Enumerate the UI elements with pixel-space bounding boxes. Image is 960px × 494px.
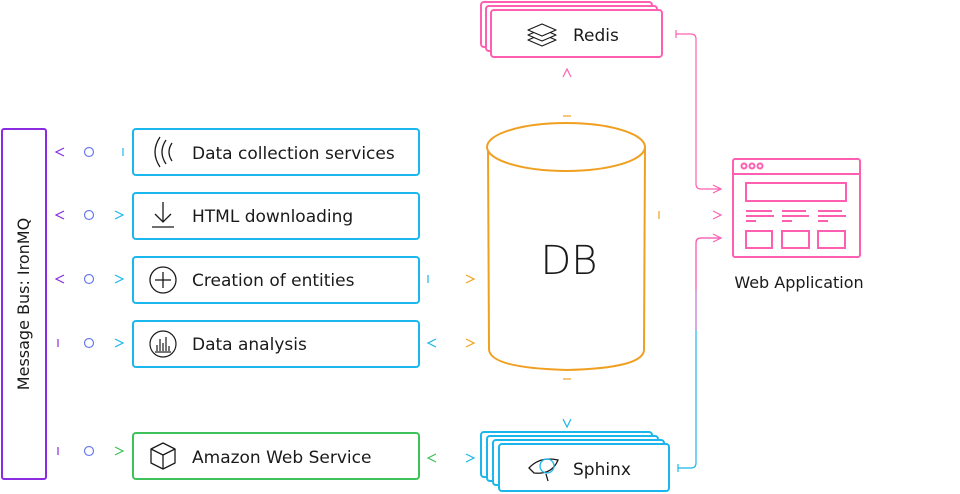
service-label: Creation of entities <box>192 271 355 291</box>
connector-redis-webapp <box>675 30 723 194</box>
service-label: Data collection services <box>192 144 395 164</box>
connector-db-webapp <box>658 210 723 220</box>
service-creation-of-entities[interactable]: Creation of entities <box>132 256 420 304</box>
connector-analysis-db <box>426 338 476 348</box>
connector-sphinx-webapp <box>677 233 723 472</box>
bar-chart-circle-icon <box>149 330 177 358</box>
service-label: Data analysis <box>192 335 307 355</box>
redis-label: Redis <box>573 26 619 46</box>
connector-node <box>83 337 95 349</box>
webapp-label: Web Application <box>734 273 863 292</box>
connector-db-sphinx <box>562 378 572 429</box>
service-label: HTML downloading <box>192 207 353 227</box>
database[interactable]: DB <box>486 122 646 372</box>
signal-waves-icon <box>154 136 173 168</box>
connector-node <box>83 146 95 158</box>
service-label: Amazon Web Service <box>192 448 371 468</box>
message-bus-label: Message Bus: IronMQ <box>14 218 33 390</box>
connector-node <box>83 273 95 285</box>
connector-db-redis <box>562 67 572 117</box>
db-label: DB <box>541 238 598 284</box>
connector-bus-aws <box>57 445 125 457</box>
web-application[interactable]: Web Application <box>732 158 864 292</box>
connector-node <box>83 445 95 457</box>
bus-connectors <box>54 146 125 457</box>
layers-icon <box>527 23 557 47</box>
eye-icon <box>528 458 559 482</box>
connector-bus-creation-entities <box>54 273 125 285</box>
browser-window-icon <box>732 158 861 258</box>
connector-bus-data-analysis <box>57 337 125 349</box>
plus-circle-icon <box>149 266 177 294</box>
service-amazon-web-service[interactable]: Amazon Web Service <box>132 432 420 480</box>
connector-node <box>83 209 95 221</box>
connector-bus-html-downloading <box>54 209 125 221</box>
connector-aws-sphinx <box>426 453 476 463</box>
service-data-collection[interactable]: Data collection services <box>132 128 420 176</box>
service-data-analysis[interactable]: Data analysis <box>132 320 420 368</box>
connector-bus-data-collection <box>54 146 124 158</box>
sphinx-search[interactable]: Sphinx <box>480 431 670 492</box>
sphinx-label: Sphinx <box>573 460 631 480</box>
redis-cache[interactable]: Redis <box>480 1 663 58</box>
service-html-downloading[interactable]: HTML downloading <box>132 192 420 240</box>
message-bus: Message Bus: IronMQ <box>1 128 47 480</box>
download-icon <box>152 202 174 228</box>
cube-icon <box>150 442 176 470</box>
connector-entities-db <box>427 274 476 284</box>
